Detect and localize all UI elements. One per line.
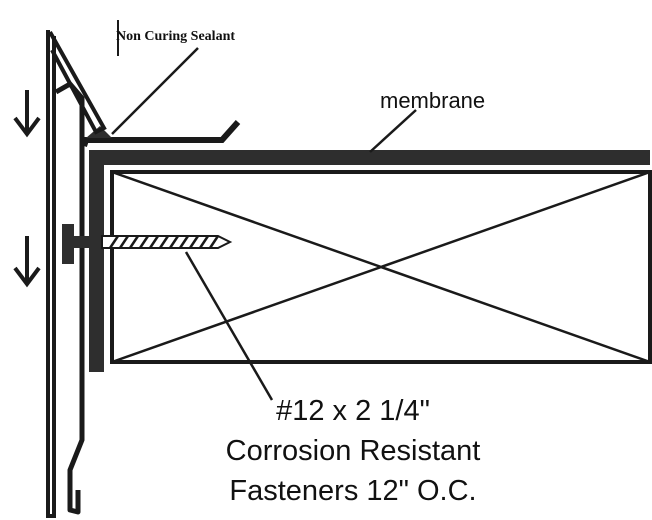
fastener-plate (62, 224, 74, 264)
fascia-top-lip (48, 31, 107, 135)
arrow-down-icon (13, 90, 41, 138)
fastener-shank (101, 235, 233, 249)
arrow-down-icon (13, 236, 41, 288)
fastener (62, 224, 233, 264)
fastener-label-line-1: #12 x 2 1/4" (276, 395, 430, 427)
fastener-head (74, 236, 102, 248)
membrane-leader-line (369, 109, 417, 153)
fascia-drip-edge (46, 30, 107, 518)
fascia-inner-leg (54, 81, 85, 515)
membrane-label: membrane (380, 88, 485, 113)
fastener-leader-line (184, 251, 274, 401)
fastener-threads (108, 235, 220, 249)
insulation-board-cross-2 (111, 170, 651, 364)
metal-edge-flange (81, 120, 241, 147)
flange-top-leg (81, 120, 241, 147)
membrane (100, 150, 650, 165)
fastener-label-line-2: Corrosion Resistant (226, 435, 481, 467)
sealant-label: Non Curing Sealant (116, 29, 235, 44)
sealant-leader-line-diagonal (111, 47, 199, 135)
wood-nailer (89, 150, 104, 372)
fascia-outer-profile (46, 30, 56, 518)
fastener-label-line-3: Fasteners 12" O.C. (229, 475, 476, 507)
insulation-board (110, 170, 652, 364)
membrane-layer (100, 150, 650, 165)
